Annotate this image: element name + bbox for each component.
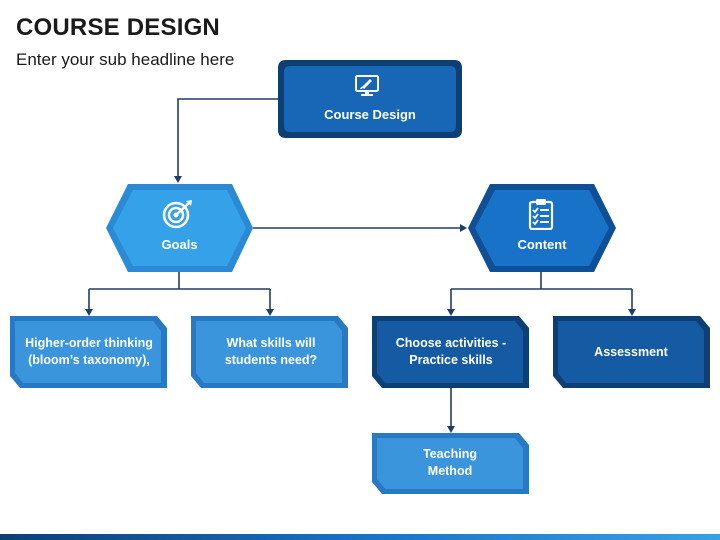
skills-node-shape bbox=[191, 316, 348, 388]
target-arrow-icon bbox=[162, 200, 192, 229]
assessment-node-label: Assessment bbox=[594, 344, 668, 359]
root-node-label: Course Design bbox=[324, 106, 416, 122]
goals-node-shape bbox=[106, 184, 253, 272]
assessment-node-shape bbox=[553, 316, 710, 388]
page-title: COURSE DESIGN bbox=[16, 14, 220, 41]
content-node-label: Content bbox=[517, 236, 567, 252]
root-node-shape bbox=[278, 60, 462, 138]
teaching-node-shape bbox=[372, 433, 529, 494]
skills-node-label: What skills will students need? bbox=[224, 336, 318, 367]
connector-root-goals bbox=[177, 98, 278, 178]
activities-node-label: Choose activities - Practice skills bbox=[395, 336, 507, 367]
connectors bbox=[88, 98, 633, 427]
teaching-node-label: Teaching Method bbox=[423, 447, 477, 478]
higher-order-node-shape bbox=[10, 316, 167, 388]
goals-node-label: Goals bbox=[161, 236, 198, 252]
clipboard-checklist-icon bbox=[528, 199, 554, 230]
arrowheads bbox=[85, 176, 636, 433]
monitor-brush-icon bbox=[355, 75, 379, 96]
footer-bar bbox=[0, 534, 720, 540]
page-subtitle: Enter your sub headline here bbox=[16, 50, 235, 69]
activities-node-shape bbox=[372, 316, 529, 388]
higher-order-node-label: Higher-order thinking (bloom’s taxonomy)… bbox=[25, 336, 153, 367]
